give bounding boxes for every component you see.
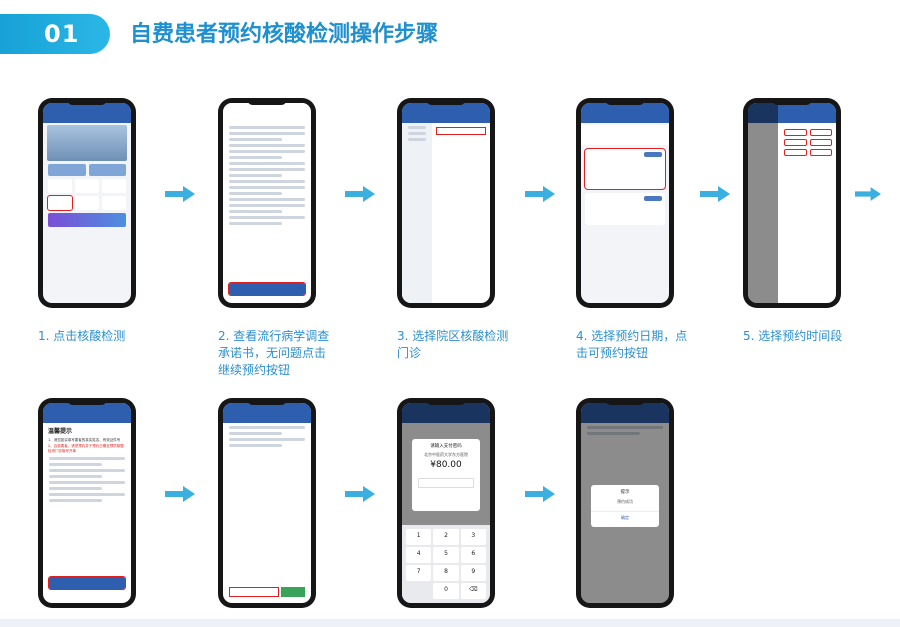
total-amount xyxy=(229,587,279,597)
menu-icon-tile[interactable] xyxy=(102,179,126,193)
arrow-right-icon xyxy=(525,486,555,502)
app-header xyxy=(402,403,490,423)
submit-button[interactable] xyxy=(48,576,126,590)
payment-dialog: 请输入支付密码 北京中医药大学东方医院 ¥80.00 xyxy=(412,439,480,511)
app-header xyxy=(748,103,836,123)
step-caption: 3. 选择院区核酸检测门诊 xyxy=(397,329,509,360)
phone-step-8: 请输入支付密码 北京中医药大学东方医院 ¥80.00 1 2 3 4 5 6 7… xyxy=(397,398,495,608)
phone-step-3 xyxy=(397,98,495,308)
step-caption: 2. 查看流行病学调查承诺书，无问题点击继续预约按钮 xyxy=(218,329,330,377)
arrow-right-icon xyxy=(165,186,195,202)
arrow-right-icon xyxy=(700,186,730,202)
app-header xyxy=(223,103,311,123)
key xyxy=(406,583,431,599)
report-tile[interactable] xyxy=(88,164,126,176)
success-title: 提示 xyxy=(620,490,630,495)
hospital-banner xyxy=(47,125,127,161)
app-header xyxy=(581,103,669,123)
time-slot[interactable] xyxy=(809,149,832,156)
notice-item-2: 2、自费患者，请您预约并于预约日期至预防核酸检测门诊取号开单 xyxy=(48,444,124,453)
key[interactable]: 1 xyxy=(406,529,432,545)
phone-step-9: 提示 预约成功 确定 xyxy=(576,398,674,608)
key[interactable]: 3 xyxy=(460,529,486,545)
book-button[interactable] xyxy=(644,196,662,201)
phone-step-4 xyxy=(576,98,674,308)
pay-button[interactable] xyxy=(281,587,305,597)
time-slot[interactable] xyxy=(784,139,807,146)
phone-step-2 xyxy=(218,98,316,308)
key[interactable]: 6 xyxy=(460,547,486,563)
nucleic-acid-test-tile[interactable] xyxy=(47,195,73,211)
key[interactable]: 2 xyxy=(433,529,459,545)
arrow-right-icon xyxy=(345,186,375,202)
time-slot[interactable] xyxy=(784,149,807,156)
key[interactable]: 9 xyxy=(460,565,486,581)
arrow-right-icon xyxy=(525,186,555,202)
menu-icon-tile[interactable] xyxy=(75,196,99,210)
step-caption: 5. 选择预约时间段 xyxy=(743,329,843,343)
section-badge: 01 xyxy=(0,14,110,54)
numeric-keypad: 1 2 3 4 5 6 7 8 9 0 ⌫ xyxy=(402,525,490,603)
app-header xyxy=(43,103,131,123)
notice-title: 温馨提示 xyxy=(48,428,73,435)
bottom-band xyxy=(0,619,900,627)
success-message: 预约成功 xyxy=(617,499,633,504)
time-slot[interactable] xyxy=(809,129,832,136)
password-input[interactable] xyxy=(418,478,474,488)
app-header xyxy=(43,403,131,423)
menu-icon-tile[interactable] xyxy=(75,179,99,193)
step-caption: 4. 选择预约日期，点击可预约按钮 xyxy=(576,329,688,360)
payment-amount: ¥80.00 xyxy=(430,460,462,470)
key[interactable]: 4 xyxy=(406,547,432,563)
book-button[interactable] xyxy=(644,152,662,157)
phone-step-6: 温馨提示 1、请您如实填写患者的真实姓名、有效证件号 2、自费患者，请您预约并于… xyxy=(38,398,136,608)
payment-hospital: 北京中医药大学东方医院 xyxy=(424,452,468,457)
phone-step-5 xyxy=(743,98,841,308)
key[interactable]: 5 xyxy=(433,547,459,563)
appointment-tile[interactable] xyxy=(48,164,86,176)
payment-title: 请输入支付密码 xyxy=(430,444,462,449)
key[interactable]: 0 xyxy=(433,583,459,599)
arrow-right-icon xyxy=(345,486,375,502)
date-picker[interactable] xyxy=(581,125,669,145)
time-slot[interactable] xyxy=(809,139,832,146)
time-slot[interactable] xyxy=(784,129,807,136)
app-header xyxy=(223,403,311,423)
promo-banner[interactable] xyxy=(48,213,126,227)
backspace-key[interactable]: ⌫ xyxy=(460,583,486,599)
menu-icon-tile[interactable] xyxy=(48,179,72,193)
success-dialog: 提示 预约成功 确定 xyxy=(591,485,659,527)
page-title: 自费患者预约核酸检测操作步骤 xyxy=(130,22,439,47)
slot-card[interactable] xyxy=(585,193,665,225)
available-slot-card[interactable] xyxy=(584,148,666,190)
confirm-button[interactable]: 确定 xyxy=(591,511,659,521)
key[interactable]: 7 xyxy=(406,565,432,581)
key[interactable]: 8 xyxy=(433,565,459,581)
phone-step-1 xyxy=(38,98,136,308)
arrow-right-icon xyxy=(165,486,195,502)
menu-icon-tile[interactable] xyxy=(102,196,126,210)
arrow-right-icon xyxy=(855,187,881,201)
phone-step-7 xyxy=(218,398,316,608)
nucleic-acid-clinic-option[interactable] xyxy=(435,127,486,135)
notice-item-1: 1、请您如实填写患者的真实姓名、有效证件号 xyxy=(48,438,121,442)
app-header xyxy=(581,403,669,423)
app-header xyxy=(402,103,490,123)
step-caption: 1. 点击核酸检测 xyxy=(38,329,126,343)
continue-appointment-button[interactable] xyxy=(228,282,306,296)
